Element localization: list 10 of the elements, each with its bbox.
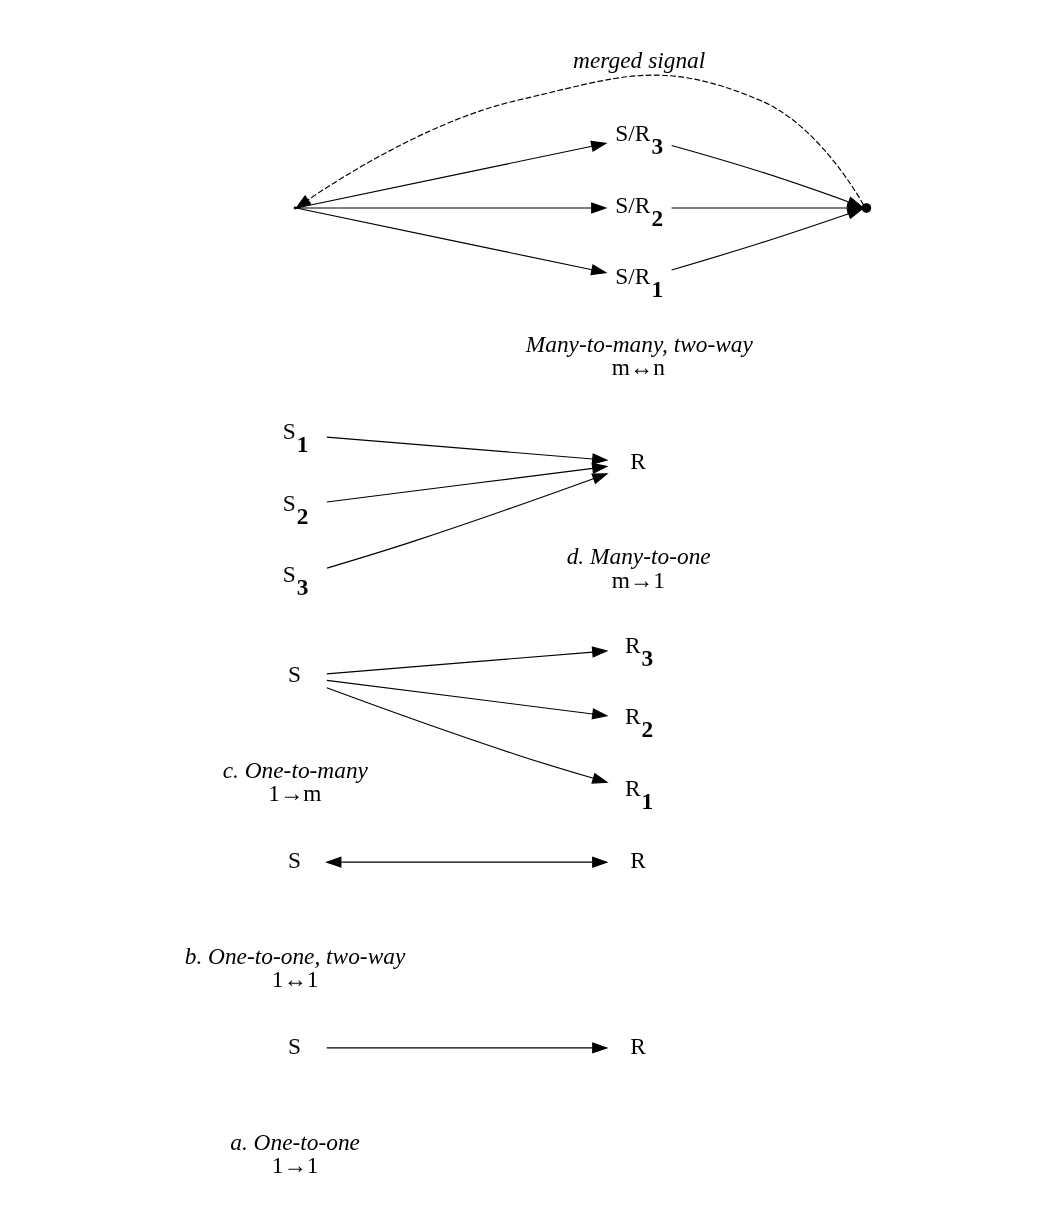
node-text: R — [629, 1032, 646, 1059]
node-text: S — [287, 1032, 301, 1059]
edge-label: merged signal — [572, 46, 705, 73]
label: Many-to-many, two-way — [525, 330, 753, 357]
node-text: R — [629, 846, 646, 873]
node-text: S — [287, 661, 301, 688]
label: d. Many-to-one — [566, 543, 711, 570]
node-text: S — [287, 846, 301, 873]
label: b. One-to-one, two-way — [184, 942, 405, 969]
node-text: R — [629, 447, 646, 474]
